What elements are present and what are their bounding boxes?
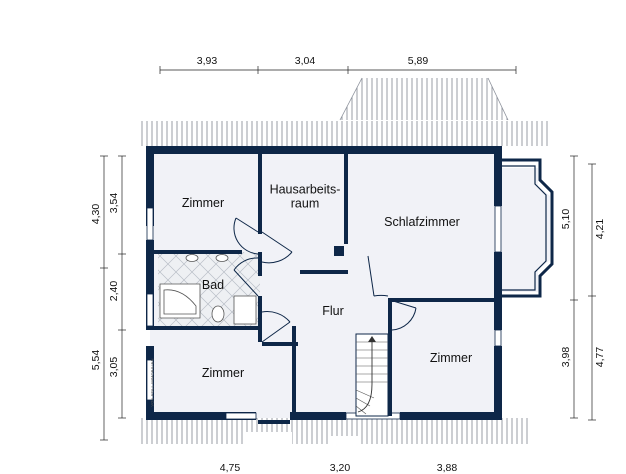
dimension-bottom-2: 3,20 [329, 461, 351, 474]
dimension-right-inner-2: 3,98 [559, 346, 572, 368]
dimension-left-inner-1: 3,54 [107, 192, 120, 214]
dimension-bottom-1: 4,75 [219, 461, 241, 474]
bay-window [498, 158, 554, 298]
watermark-logo: VON POLL IMMOBILIEN [149, 358, 155, 407]
roof-overhang-top [140, 77, 550, 146]
dimension-right-inner-1: 5,10 [559, 208, 572, 230]
dimension-left-outer-1: 4,30 [89, 203, 102, 225]
room-hausarbeitsraum: Hausarbeits- raum [270, 183, 341, 212]
room-hausarbeitsraum-line2: raum [290, 197, 320, 211]
dimension-left-inner-3: 3,05 [107, 356, 120, 378]
dimension-right-outer-2: 4,77 [593, 346, 606, 368]
room-flur: Flur [322, 303, 344, 318]
room-hausarbeitsraum-line1: Hausarbeits- [269, 182, 341, 197]
dimension-top-3: 5,89 [407, 54, 429, 67]
dimension-top-2: 3,04 [294, 54, 316, 67]
room-schlafzimmer: Schlafzimmer [384, 214, 460, 229]
floor-area [150, 150, 550, 418]
door-swings [233, 217, 417, 343]
room-zimmer-sw: Zimmer [201, 365, 245, 380]
dimension-left-inner-2: 2,40 [107, 280, 120, 302]
room-bad: Bad [201, 277, 225, 292]
roof-overhang-bottom [140, 418, 530, 446]
dimension-bottom-3: 3,88 [436, 461, 458, 474]
dimension-top-1: 3,93 [196, 54, 218, 67]
bathroom-fixtures [159, 254, 257, 325]
room-zimmer-nw: Zimmer [181, 195, 225, 210]
room-zimmer-se: Zimmer [429, 350, 473, 365]
dimension-lines [100, 66, 596, 441]
staircase [355, 333, 389, 417]
dimension-right-outer-1: 4,21 [593, 218, 606, 240]
interior-walls [150, 154, 498, 416]
dimension-left-outer-2: 5,54 [89, 349, 102, 371]
